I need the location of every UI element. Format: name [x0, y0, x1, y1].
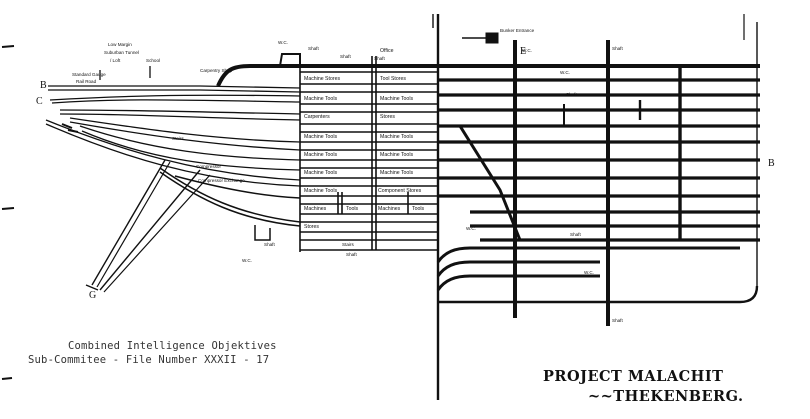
label-shaft-top-2: Shaft — [340, 54, 351, 59]
label-shaft-bottom: Shaft — [612, 318, 623, 323]
label-wc-lower-right: W.C. — [584, 270, 594, 275]
label-shaft-right: Shaft — [612, 46, 623, 51]
label-carpenters: Carpenters — [304, 114, 330, 120]
label-shaft-top-1: Shaft — [308, 46, 319, 51]
central-galleries — [300, 71, 438, 251]
label-machine-stores: Machine Stores — [304, 76, 340, 82]
label-stairs: Stairs — [342, 242, 354, 247]
label-shaft-right-2: Shaft — [566, 92, 577, 97]
label-c-left: C — [36, 96, 43, 107]
label-g: G — [89, 290, 96, 301]
label-tool-stores: Tool Stores — [380, 76, 406, 82]
caption-line-1: Combined Intelligence Objektives — [68, 340, 277, 352]
label-machine-tools-9: Machine Tools — [304, 188, 337, 194]
rail-lines-left — [45, 66, 301, 187]
label-tools-1: Tools — [346, 206, 359, 212]
label-stairs-left: Stairs — [172, 136, 184, 141]
junction-marks — [61, 123, 79, 133]
label-standard-gauge: Standard Gauge — [72, 72, 106, 77]
label-wc-lower-left: W.C. — [242, 258, 252, 263]
label-machines-2: Machines — [378, 206, 401, 212]
label-loft: / Loft — [110, 58, 121, 63]
label-tools-2: Tools — [412, 206, 425, 212]
label-b-right: B — [768, 158, 775, 169]
label-machine-tools-8: Machine Tools — [380, 170, 413, 176]
label-machine-tools-7: Machine Tools — [304, 170, 337, 176]
label-machine-tools-3: Machine Tools — [304, 134, 337, 140]
project-title: PROJECT MALACHIT — [543, 368, 724, 385]
label-b-left: B — [40, 80, 47, 91]
label-wc-lower: W.C. — [466, 226, 476, 231]
label-school: School — [146, 58, 160, 63]
margin-marks — [1, 45, 15, 380]
label-machine-tools-6: Machine Tools — [380, 152, 413, 158]
label-compressor: Compressor — [196, 164, 221, 169]
bunker-entrance-arrow — [462, 32, 499, 44]
upper-trunk — [216, 53, 760, 87]
label-machine-tools-2: Machine Tools — [380, 96, 413, 102]
label-e: E — [520, 46, 526, 57]
diagonal-to-g — [85, 159, 211, 293]
label-machine-tools-1: Machine Tools — [304, 96, 337, 102]
label-shaft-lower-right: Shaft — [570, 232, 581, 237]
label-low-margin: Low Margin — [108, 42, 132, 47]
right-verticals — [458, 40, 682, 326]
right-galleries — [436, 78, 760, 304]
label-shaft-lower-mid: Shaft — [346, 252, 357, 257]
label-wc-right: W.C. — [560, 70, 570, 75]
label-wc-e: W.C. — [522, 48, 532, 53]
label-compressor-exchange: Compressor Exchange — [198, 178, 245, 183]
label-machine-tools-5: Machine Tools — [304, 152, 337, 158]
label-carpentry-shop: Carpentry Shop — [200, 68, 233, 73]
central-verticals — [299, 56, 409, 252]
label-machine-tools-4: Machine Tools — [380, 134, 413, 140]
main-vertical-line — [432, 14, 758, 400]
label-suburban-tunnel: Suburban Tunnel — [104, 50, 139, 55]
project-subtitle: ~~THEKENBERG. — [588, 388, 744, 405]
label-stores-1: Stores — [380, 114, 395, 120]
label-wc-top: W.C. — [278, 40, 288, 45]
label-shaft-lower-left: Shaft — [264, 242, 275, 247]
label-component-stores: Component Stores — [378, 188, 422, 194]
compressor-area — [159, 167, 301, 241]
label-shaft-top-3: Shaft — [374, 56, 385, 61]
label-office: Office — [380, 48, 394, 54]
label-stores-2: Stores — [304, 224, 319, 230]
label-rail-road: Rail Road — [76, 79, 97, 84]
label-bunker-entrance: Bunker Entrance — [500, 28, 535, 33]
label-machines-1: Machines — [304, 206, 327, 212]
caption-line-2: Sub-Commitee - File Number XXXII - 17 — [28, 354, 270, 366]
